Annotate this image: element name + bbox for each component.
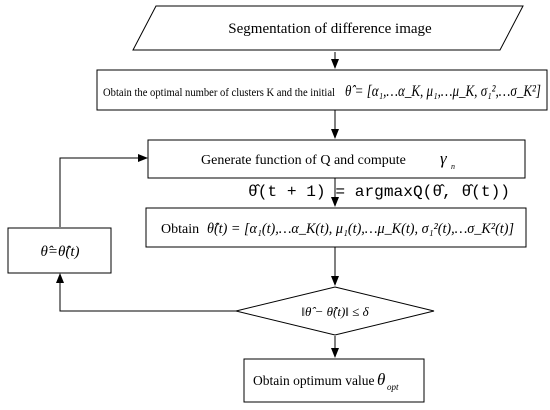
edge-assign-to-generate [59,154,148,227]
node-assign: θ̂=θ̂(t) [7,227,112,274]
init-box [96,69,548,111]
edges [56,52,339,358]
assign-box [7,227,112,274]
result-label: Obtain optimum value [253,373,374,388]
condition-shape [235,286,435,336]
obtain-label: Obtain [161,222,199,237]
generate-box [147,139,526,179]
node-generate: Generate function of Q and compute γ n [147,139,526,179]
obtain-formula: θ̂(t) = [α₁(t),…α_K(t), μ₁(t),…μ_K(t), σ… [207,221,514,237]
generate-label: Generate function of Q and compute [201,153,406,168]
edge-condition-to-assign [56,273,236,312]
generate-subscript: n [451,162,455,171]
result-symbol: θ [377,370,385,389]
node-segmentation: Segmentation of difference image [132,5,524,51]
node-result: Obtain optimum value θ opt [243,358,425,403]
node-obtain: Obtain θ̂(t) = [α₁(t),…α_K(t), μ₁(t),…μ_… [145,207,527,248]
result-box [243,358,425,403]
generate-symbol: γ [440,149,448,168]
update-rule-formula: θ̂(t + 1) = argmaxQ(θ̂, θ̂(t)) [248,183,510,201]
node-condition: ‖θ̂ − θ̂(t)‖ ≤ δ [235,286,435,336]
assign-formula: θ̂=θ̂(t) [40,244,79,260]
segmentation-label: Segmentation of difference image [228,21,432,37]
init-formula: θ̂ = [α₁,…α_K, μ₁,…μ_K, σ₁²,…σ_K²] [345,83,541,100]
node-init: Obtain the optimal number of clusters K … [96,69,548,111]
result-subscript: opt [387,382,399,392]
segmentation-shape [132,5,524,51]
init-label: Obtain the optimal number of clusters K … [103,87,335,99]
condition-formula: ‖θ̂ − θ̂(t)‖ ≤ δ [301,304,369,319]
obtain-box [145,207,527,248]
